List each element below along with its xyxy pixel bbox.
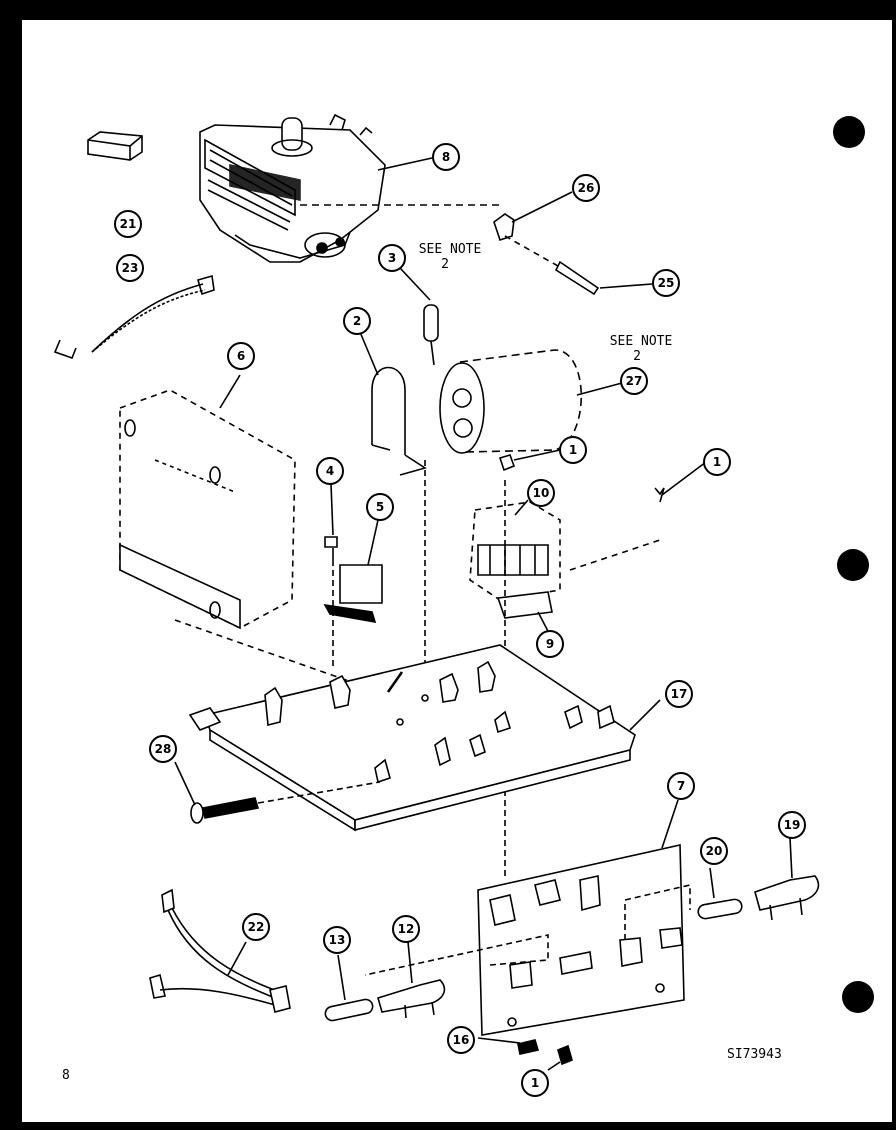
- part-5-relay: [325, 520, 382, 622]
- callout-2: 2: [343, 307, 371, 335]
- svg-text:6: 6: [237, 349, 245, 363]
- svg-text:8: 8: [442, 150, 450, 164]
- part-12-terminal: [378, 942, 444, 1018]
- part-3-diode: [400, 268, 438, 365]
- callout-16: 16: [447, 1026, 475, 1054]
- page-number: 8: [62, 1068, 70, 1083]
- svg-text:9: 9: [546, 637, 554, 651]
- svg-text:25: 25: [658, 276, 675, 290]
- svg-text:19: 19: [784, 818, 801, 832]
- part-28-screw: [175, 762, 258, 823]
- part-26-fuse-holder: [494, 192, 572, 240]
- callout-9: 9: [536, 630, 564, 658]
- binder-hole-middle: [837, 549, 869, 581]
- svg-text:16: 16: [453, 1033, 470, 1047]
- leader-28-to-plate: [258, 782, 380, 803]
- svg-text:17: 17: [671, 687, 688, 701]
- svg-text:23: 23: [122, 261, 139, 275]
- part-4-screw: [325, 484, 337, 560]
- callout-5: 5: [366, 493, 394, 521]
- svg-text:20: 20: [706, 844, 723, 858]
- part-7-control-board: [365, 800, 690, 1035]
- part-17-base-plate: [190, 645, 660, 830]
- callout-25: 25: [652, 269, 680, 297]
- callout-7: 7: [667, 772, 695, 800]
- svg-text:12: 12: [398, 922, 415, 936]
- part-23-wire-lead: [55, 276, 214, 358]
- part-1-screw-bottom: [548, 1046, 572, 1070]
- callout-8: 8: [432, 143, 460, 171]
- svg-text:2: 2: [353, 314, 361, 328]
- callout-10: 10: [527, 479, 555, 507]
- svg-text:4: 4: [326, 464, 334, 478]
- svg-text:1: 1: [569, 443, 577, 457]
- part-1-screw-right: [655, 462, 706, 502]
- svg-text:26: 26: [578, 181, 595, 195]
- svg-text:27: 27: [626, 374, 643, 388]
- callout-27: 27: [620, 367, 648, 395]
- leader-10-dashed: [570, 540, 660, 570]
- callout-12: 12: [392, 915, 420, 943]
- svg-text:28: 28: [155, 742, 172, 756]
- part-1-screw-capacitor: [500, 450, 560, 470]
- svg-text:21: 21: [120, 217, 137, 231]
- svg-text:7: 7: [677, 779, 685, 793]
- callout-17: 17: [665, 680, 693, 708]
- part-16-standoff: [478, 1038, 538, 1054]
- note-see-note-diode-line2: 2: [441, 257, 449, 272]
- svg-text:22: 22: [248, 920, 265, 934]
- note-see-note-capacitor-line1: SEE NOTE: [610, 334, 673, 349]
- part-22-wire-harness: [150, 890, 290, 1012]
- svg-text:13: 13: [329, 933, 346, 947]
- part-21-connector: [88, 132, 142, 160]
- part-19-terminal: [755, 838, 818, 920]
- leader-26-to-25: [505, 236, 565, 270]
- callout-1-capacitor: 1: [559, 436, 587, 464]
- part-20-plug: [697, 868, 743, 920]
- callout-23: 23: [116, 254, 144, 282]
- note-see-note-diode-line1: SEE NOTE: [419, 242, 482, 257]
- part-8-magnetron: [200, 115, 432, 262]
- callout-22: 22: [242, 913, 270, 941]
- svg-text:3: 3: [388, 251, 396, 265]
- callout-3: 3: [378, 244, 406, 272]
- callout-21: 21: [114, 210, 142, 238]
- svg-text:1: 1: [713, 455, 721, 469]
- drawing-code: SI73943: [727, 1047, 782, 1062]
- note-see-note-capacitor-line2: 2: [633, 349, 641, 364]
- part-25-fuse: [556, 262, 652, 294]
- callout-19: 19: [778, 811, 806, 839]
- callout-6: 6: [227, 342, 255, 370]
- svg-text:10: 10: [533, 486, 550, 500]
- callout-26: 26: [572, 174, 600, 202]
- callout-4: 4: [316, 457, 344, 485]
- callout-13: 13: [323, 926, 351, 954]
- binder-hole-top: [833, 116, 865, 148]
- callout-1-right: 1: [703, 448, 731, 476]
- callout-20: 20: [700, 837, 728, 865]
- part-10-terminal-block: [470, 500, 560, 600]
- part-9-bracket: [498, 592, 552, 635]
- svg-text:1: 1: [531, 1076, 539, 1090]
- part-2-capacitor-bracket: [360, 332, 425, 475]
- callout-1-bottom: 1: [521, 1069, 549, 1097]
- callout-28: 28: [149, 735, 177, 763]
- part-6-transformer: [120, 375, 295, 628]
- svg-text:5: 5: [376, 500, 384, 514]
- part-13-plug: [324, 955, 374, 1022]
- binder-hole-bottom: [842, 981, 874, 1013]
